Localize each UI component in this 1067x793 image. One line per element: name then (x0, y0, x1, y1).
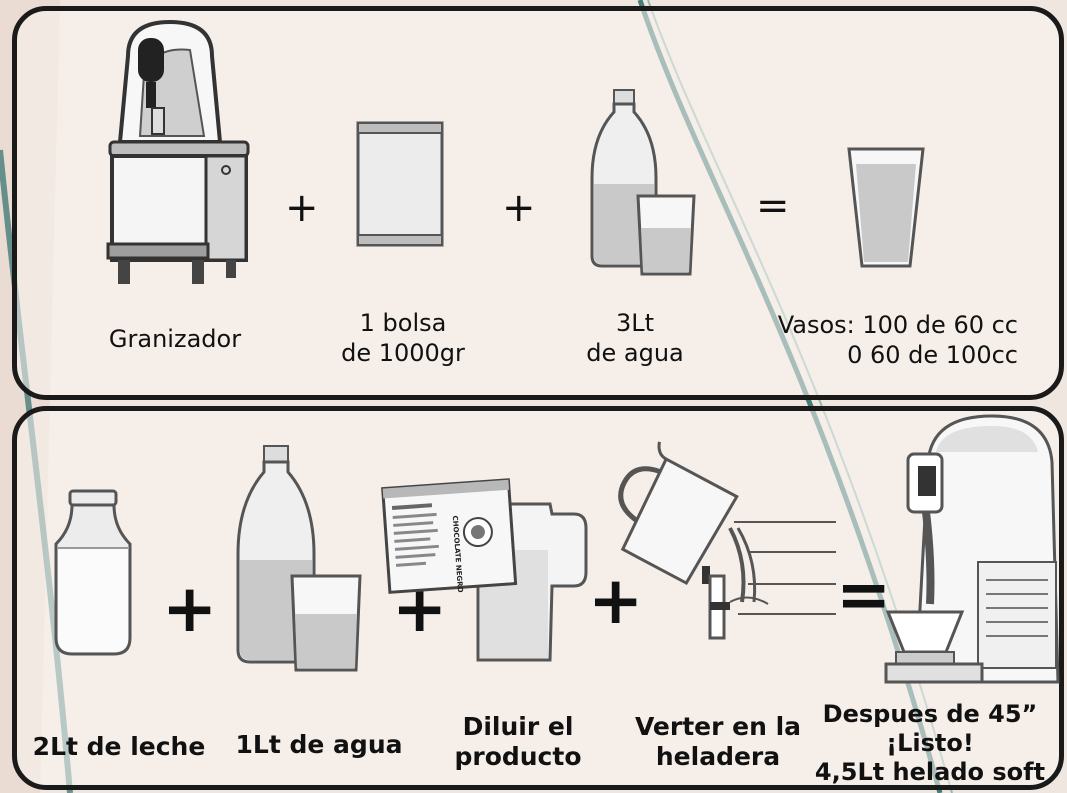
label-diluir: Diluir el producto (454, 712, 582, 771)
equals-operator-1: = (756, 183, 790, 229)
plus-operator-3: + (162, 570, 218, 647)
label-leche: 2Lt de leche (32, 732, 206, 761)
milk-bottle-icon (54, 489, 132, 656)
label-verter: Verter en la heladera (634, 712, 802, 771)
label-granizador: Granizador (108, 325, 242, 353)
tall-glass-icon (847, 147, 925, 268)
plus-operator-5: + (588, 562, 644, 639)
water-bottle-and-glass-icon (590, 89, 696, 276)
water-bottle-and-glass-icon-2 (236, 445, 362, 672)
plus-operator-2: + (502, 185, 536, 231)
label-agua-top: 3Lt de agua (586, 309, 684, 367)
powder-bag-icon (356, 121, 444, 247)
equals-operator-2: = (836, 556, 892, 633)
pitcher-pouring-icon (618, 441, 836, 640)
plus-operator-1: + (285, 185, 319, 231)
soft-serve-machine-icon (884, 414, 1060, 684)
label-vasos: Vasos: 100 de 60 cc 0 60 de 100cc (777, 311, 1018, 369)
label-resultado: Despues de 45” ¡Listo! 4,5Lt helado soft (814, 700, 1046, 786)
label-agua-bottom: 1Lt de agua (235, 730, 403, 759)
product-bag-and-jug-icon: CHOCOLATE NEGRO (381, 478, 588, 662)
slush-machine-icon (106, 19, 250, 284)
label-bolsa: 1 bolsa de 1000gr (341, 309, 465, 367)
